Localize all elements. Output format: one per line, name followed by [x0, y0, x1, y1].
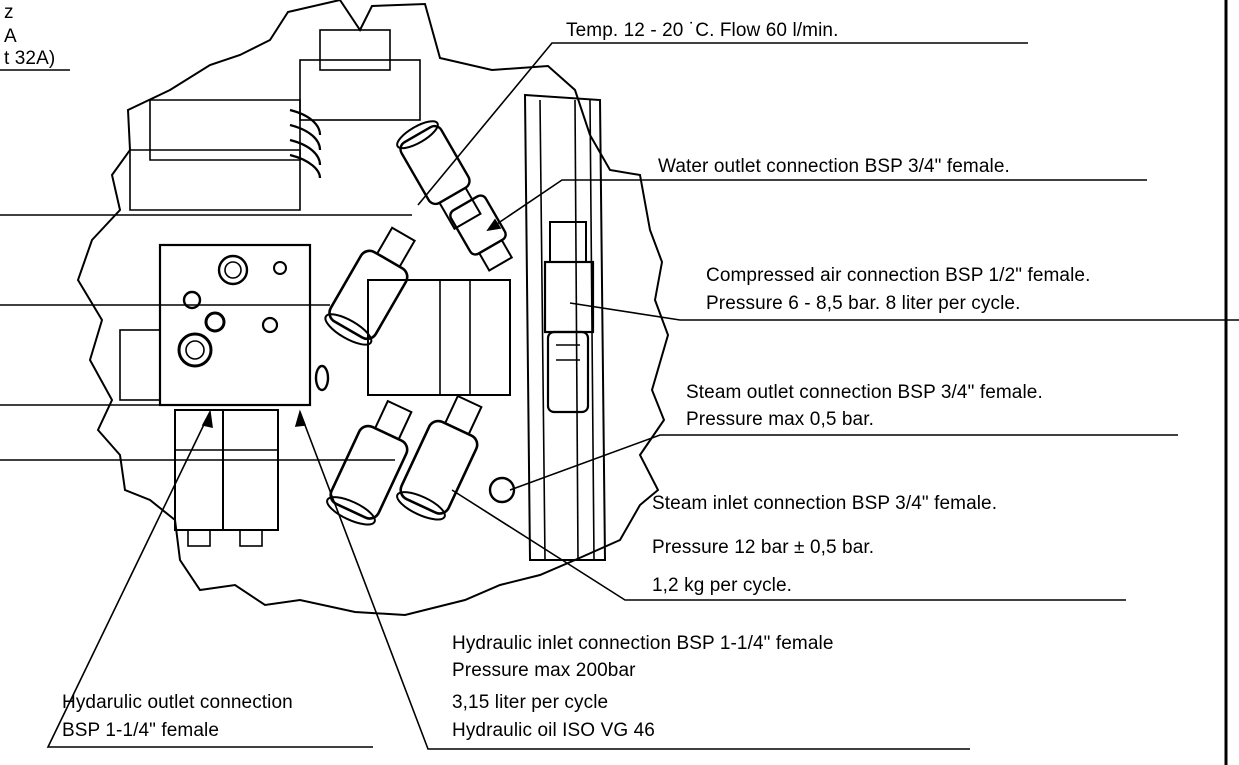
- port-right: [261, 316, 279, 334]
- top-plate: [299, 59, 421, 121]
- water-supply-label: Temp. 12 - 20 ˙C. Flow 60 l/min.: [566, 20, 839, 41]
- leader-water-outlet: [487, 179, 1147, 231]
- port-small: [204, 311, 226, 333]
- equipment-outline: [76, 0, 670, 617]
- central-valve-block: [367, 279, 511, 396]
- leader-water-supply: [417, 42, 1028, 206]
- steam-inlet-label-line3: 1,2 kg per cycle.: [652, 575, 793, 596]
- hydraulic-outlet-label-line2: BSP 1-1/4" female: [62, 720, 220, 741]
- cylinder-foot-right: [239, 529, 263, 547]
- hydraulic-outlet-label-line1: Hydarulic outlet connection: [62, 692, 293, 713]
- top-frame-detail: [129, 149, 301, 211]
- valve-manifold: [158, 243, 312, 407]
- hydraulic-inlet-label-line1: Hydraulic inlet connection BSP 1-1/4" fe…: [452, 633, 834, 654]
- port-bottom-large: [177, 332, 213, 368]
- steam-outlet-label-line2: Pressure max 0,5 bar.: [686, 409, 874, 430]
- manifold-side: [119, 329, 161, 401]
- clipped-label-line2: A: [4, 26, 17, 47]
- clipped-label-line3: t 32A): [4, 48, 56, 69]
- coupling-upper-left: [396, 120, 482, 231]
- clipped-label-line1: z: [4, 2, 14, 23]
- leader-compressed-air: [569, 302, 1239, 321]
- air-regulator-top: [549, 221, 587, 263]
- top-plate-inner: [319, 29, 391, 71]
- arrow-water-outlet: [486, 218, 502, 232]
- cable-bundle: [289, 108, 322, 179]
- side-panel-rail-1: [539, 99, 546, 561]
- hydraulic-cylinder-right: [222, 409, 279, 531]
- side-panel: [523, 93, 607, 561]
- leader-hydraulic-outlet: [46, 411, 373, 748]
- leader-steam-inlet: [451, 489, 1126, 601]
- steam-outlet-label-line1: Steam outlet connection BSP 3/4" female.: [686, 382, 1043, 403]
- water-outlet-label: Water outlet connection BSP 3/4" female.: [658, 156, 1010, 177]
- leader-steam-outlet: [509, 434, 1178, 491]
- coupling-upper-right: [449, 194, 514, 272]
- air-regulator-bowl: [546, 330, 590, 414]
- compressed-air-label-line1: Compressed air connection BSP 1/2" femal…: [706, 265, 1091, 286]
- steam-inlet-label-line2: Pressure 12 bar ± 0,5 bar.: [652, 537, 875, 558]
- air-regulator-body: [543, 260, 595, 334]
- arrow-hydraulic-inlet: [294, 409, 307, 427]
- steam-outlet-fitting: [488, 476, 516, 504]
- compressed-air-label-line2: Pressure 6 - 8,5 bar. 8 liter per cycle.: [706, 293, 1021, 314]
- arrow-hydraulic-outlet: [201, 409, 213, 429]
- top-frame: [149, 99, 301, 161]
- port-large: [217, 254, 249, 286]
- side-panel-rail-2: [574, 99, 579, 561]
- port-large-inner: [224, 261, 242, 279]
- port-upper-right: [273, 261, 287, 275]
- steam-inlet-label-line1: Steam inlet connection BSP 3/4" female.: [652, 493, 998, 514]
- coupling-lower-right: [396, 394, 483, 521]
- coupling-lower-left: [326, 399, 413, 526]
- hydraulic-inlet-label-line4: Hydraulic oil ISO VG 46: [452, 720, 655, 741]
- leader-hydraulic-inlet: [299, 411, 970, 750]
- cylinder-foot-left: [187, 529, 211, 547]
- port-bottom-large-inner: [185, 340, 205, 360]
- port-oval: [314, 364, 330, 392]
- hydraulic-inlet-label-line3: 3,15 liter per cycle: [452, 692, 609, 713]
- coupling-middle: [324, 226, 416, 346]
- port-center: [182, 290, 202, 310]
- hydraulic-inlet-label-line2: Pressure max 200bar: [452, 660, 636, 681]
